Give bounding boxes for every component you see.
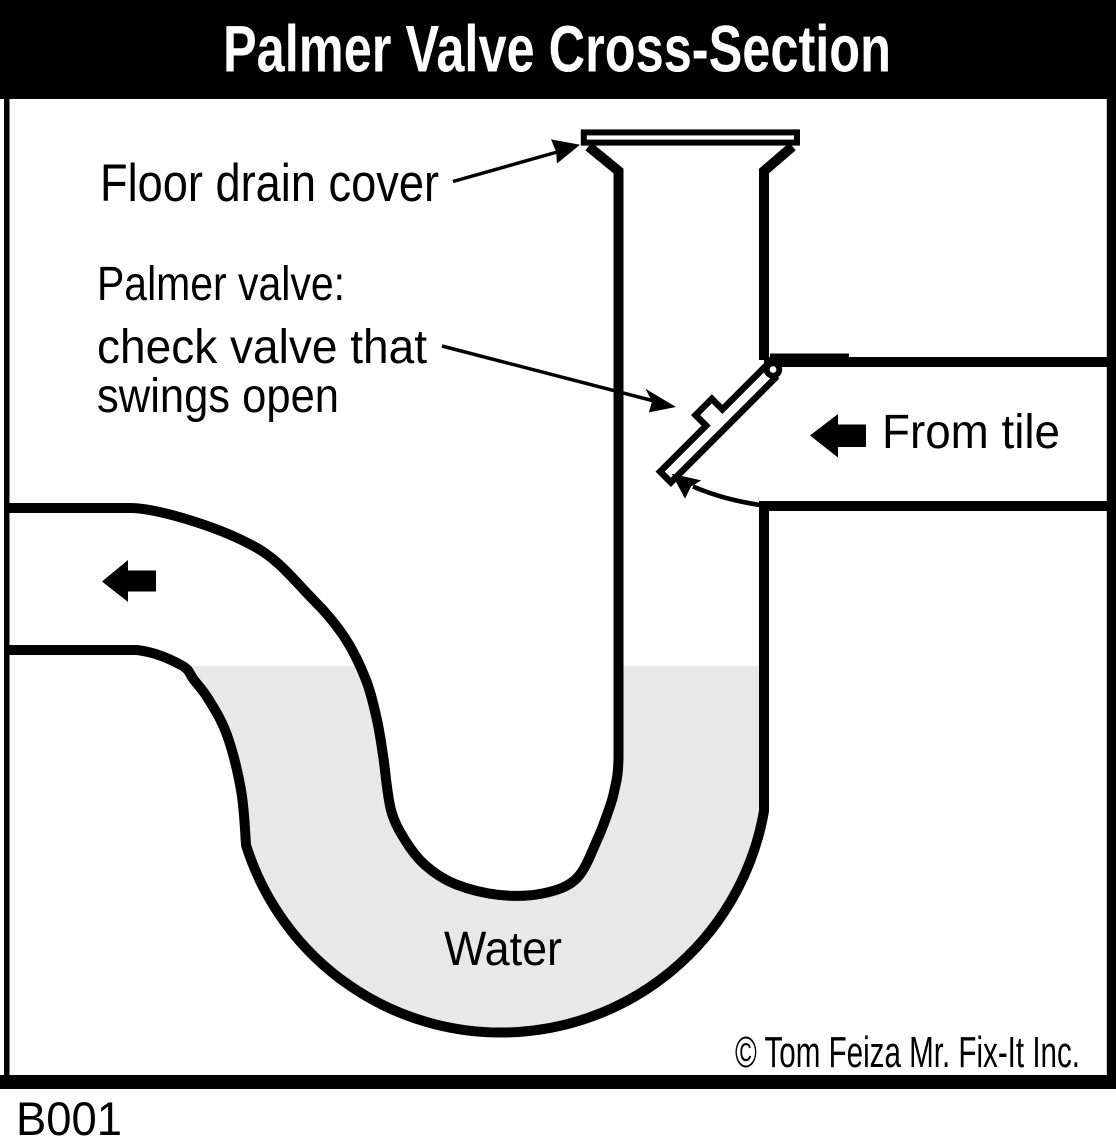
svg-text:check valve that: check valve that [97,321,427,374]
svg-text:© Tom Feiza Mr. Fix-It Inc.: © Tom Feiza Mr. Fix-It Inc. [735,1028,1080,1077]
svg-text:Water: Water [444,923,562,976]
svg-text:B001: B001 [16,1092,122,1136]
svg-text:Palmer valve:: Palmer valve: [97,258,345,311]
svg-text:swings open: swings open [97,370,339,423]
svg-text:From tile: From tile [882,406,1060,459]
svg-text:Palmer Valve Cross-Section: Palmer Valve Cross-Section [223,12,891,86]
svg-text:Floor drain cover: Floor drain cover [100,154,439,213]
